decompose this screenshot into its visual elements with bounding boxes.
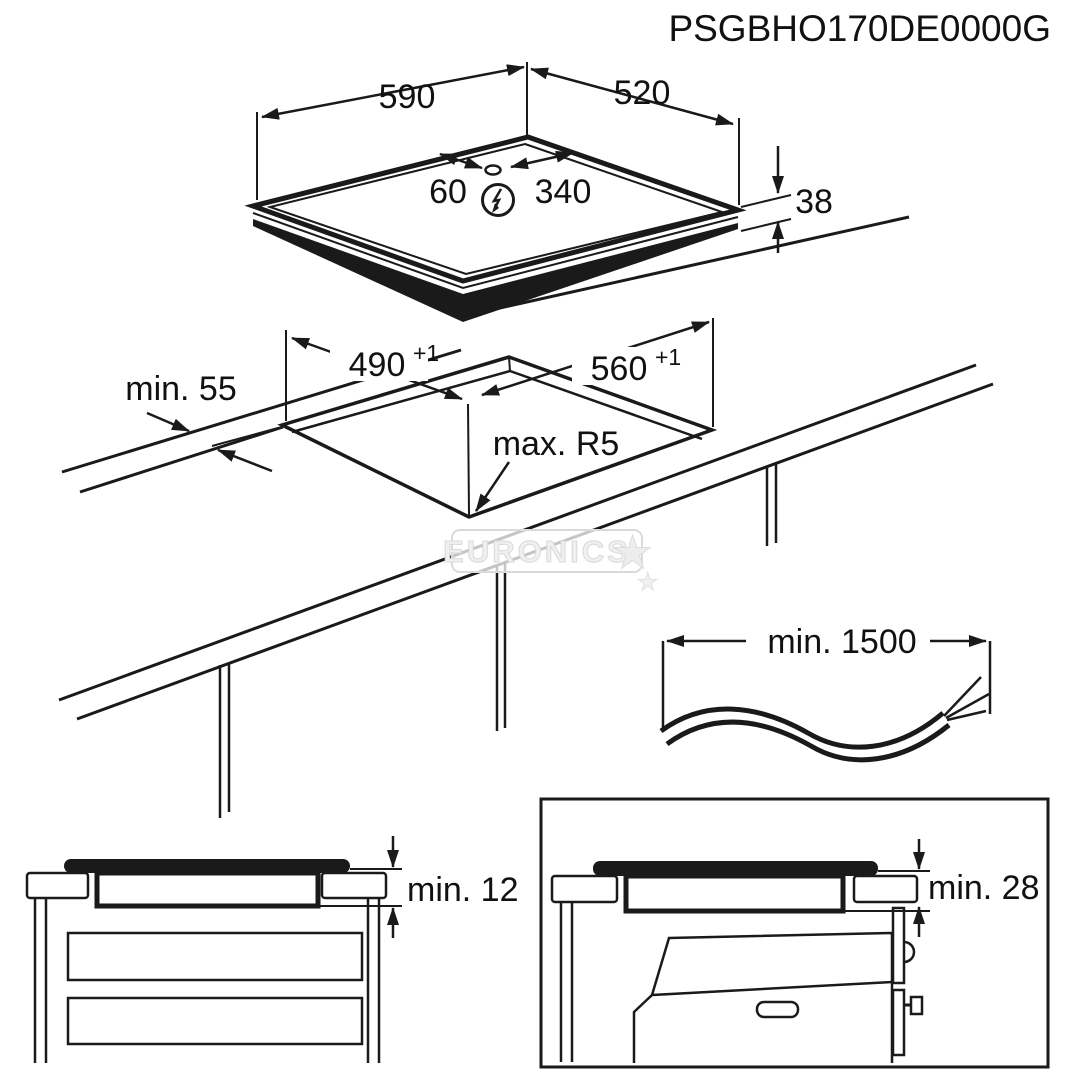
- detail-frame: [539, 797, 1050, 1069]
- corner-radius-arrow: [474, 461, 511, 512]
- model-number-label: PSGBHO170DE0000G: [668, 8, 1051, 49]
- oven-outline: [632, 931, 894, 1063]
- watermark-text: EURONICS: [443, 534, 631, 569]
- watermark-star-icon: ★: [612, 526, 653, 578]
- front-distance-label: min. 55: [125, 370, 237, 408]
- drawer-clearance-label: min. 12: [407, 871, 519, 909]
- cutout-edge-extension-line: [211, 427, 279, 447]
- worktop-block-left: [550, 874, 619, 904]
- front-distance-arrow-lower: [217, 448, 273, 473]
- cable-length-label: min. 1500: [767, 623, 916, 661]
- cable-outline-bottom: [665, 719, 951, 763]
- cutout-width-tolerance: +1: [655, 344, 681, 370]
- hob-glass-side-view: [593, 861, 878, 876]
- hob-height-label: 38: [795, 183, 833, 221]
- cabinet-leg: [559, 902, 574, 1062]
- corner-radius-label: max. R5: [493, 425, 620, 463]
- hob-body-side-view: [94, 870, 321, 909]
- worktop-block-right: [852, 874, 919, 904]
- cutout-depth-label: 490: [349, 346, 406, 384]
- drawer-front-upper: [66, 931, 364, 982]
- worktop-cutout-view: 490 +1 560 +1 min. 55 max. R5 EURONICS ★…: [58, 215, 994, 818]
- cable-offset-left-dimension-line: [439, 152, 483, 170]
- drawer-front-lower: [66, 996, 364, 1046]
- hinge-bump: [903, 940, 916, 964]
- label-backdrop: [572, 347, 670, 385]
- power-cable-figure: min. 1500: [659, 623, 992, 763]
- extension-line: [740, 218, 792, 232]
- watermark-star-icon: ★: [637, 569, 659, 596]
- cutout-corner-tick: [508, 356, 511, 372]
- cable-offset-left-label: 60: [429, 173, 467, 211]
- cabinet-legs: [33, 898, 381, 1063]
- oven-clearance-detail: min. 28: [539, 797, 1050, 1069]
- worktop-block-left: [25, 871, 90, 900]
- hob-isometric-view: 590 520 60 340 38: [244, 62, 833, 322]
- hob-width-label: 590: [379, 78, 436, 116]
- watermark: EURONICS ★ ★: [443, 526, 659, 597]
- cable-offset-right-label: 340: [535, 173, 592, 211]
- cable-gland: [484, 164, 502, 176]
- knob: [909, 995, 924, 1016]
- hob-glass-inner-edge: [266, 142, 726, 276]
- worktop-edge-line: [463, 215, 910, 318]
- cable-offset-right-dimension-line: [510, 150, 574, 170]
- oven-clearance-label: min. 28: [928, 869, 1040, 907]
- hob-depth-dimension-line: [530, 67, 734, 126]
- extension-line: [740, 194, 792, 208]
- cabinet-panel-lines: [218, 464, 778, 818]
- cutout-corner-vertical: [467, 403, 470, 516]
- oven-handle: [755, 1000, 800, 1019]
- label-backdrop: [330, 343, 428, 381]
- cable-wire-ends: [943, 676, 990, 722]
- lightning-bolt-icon: [481, 183, 515, 217]
- hob-width-dimension-line: [261, 64, 525, 120]
- hob-glass-side-view: [64, 859, 350, 873]
- cutout-depth-tolerance: +1: [413, 340, 439, 366]
- hob-depth-label: 520: [614, 74, 671, 112]
- cable-outline-top: [659, 706, 945, 750]
- drawer-clearance-detail: min. 12: [25, 836, 519, 1063]
- hob-gap-line: [252, 212, 739, 290]
- watermark-box: [451, 529, 643, 573]
- cabinet-door-panel: [891, 906, 924, 1057]
- worktop-edge-line: [79, 425, 284, 494]
- hob-body-side-view: [623, 873, 846, 914]
- worktop-block-right: [320, 871, 388, 900]
- front-distance-arrow-upper: [146, 411, 190, 433]
- hob-body-skirt: [253, 219, 738, 322]
- cutout-width-label: 560: [591, 350, 648, 388]
